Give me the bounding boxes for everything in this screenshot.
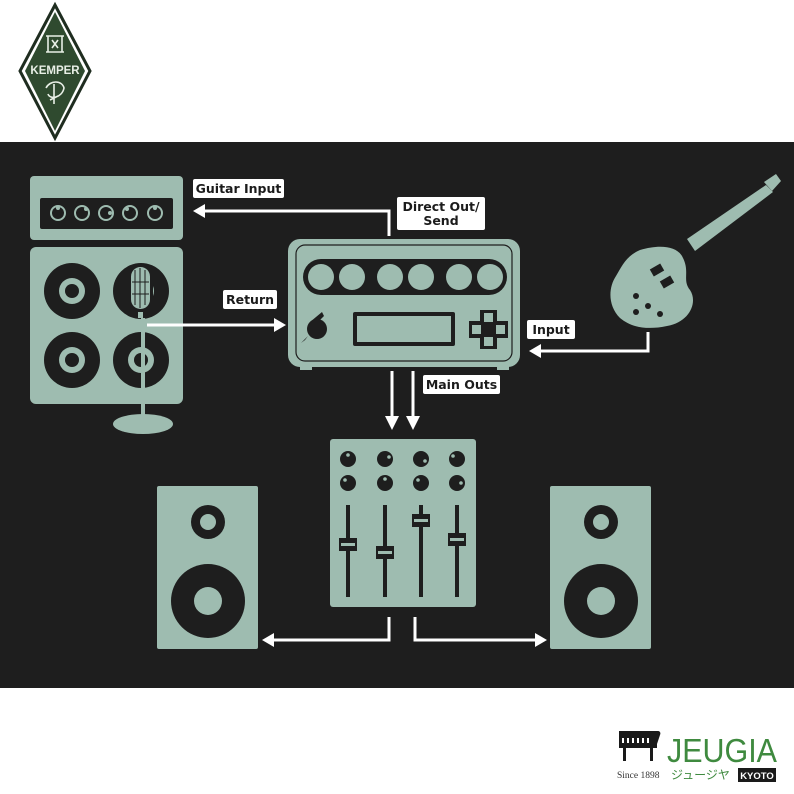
monitor-speaker-left [157,486,258,649]
mixer-fader-icon [339,505,466,597]
kemper-profiler [288,239,520,370]
arrow-mixer-right [413,617,537,642]
kemper-figure-icon [45,35,65,104]
piano-icon [619,731,661,761]
label-input-text: Input [532,322,569,337]
label-direct-out-text-2: Send [423,213,458,228]
profiler-knob-icon [308,264,503,290]
rabbit-logo-icon [301,312,327,343]
monitor-speaker-right [550,486,651,649]
arrow-heads [193,204,547,647]
mixer [330,439,476,607]
label-direct-out: Direct Out/ Send [397,197,485,230]
speaker-cabinet [30,247,183,434]
kemper-logo-text: KEMPER [30,65,80,77]
jeugia-logo: JEUGIA Since 1898 ジュージヤ KYOTO [617,731,777,782]
label-input: Input [527,320,575,339]
dpad-icon [469,310,508,349]
jeugia-since-text: Since 1898 [617,771,660,781]
jeugia-katakana-text: ジュージヤ [671,768,730,782]
kemper-logo: KEMPER [18,1,92,142]
label-main-outs-text: Main Outs [426,377,497,392]
arrow-direct-out [202,209,391,236]
arrow-mixer-left [272,617,391,642]
kyoto-badge [738,768,776,782]
label-guitar-input-text: Guitar Input [196,181,282,196]
amp-head [30,176,183,240]
label-guitar-input: Guitar Input [193,179,284,198]
label-direct-out-text-1: Direct Out/ [402,199,480,214]
microphone-icon [113,264,173,434]
signal-arrows [147,209,650,642]
arrow-input [539,332,650,353]
jeugia-kyoto-text: KYOTO [740,771,774,782]
label-return: Return [223,290,277,309]
label-return-text: Return [226,292,274,307]
jeugia-brand-text: JEUGIA [667,732,777,769]
guitar-icon [610,174,781,328]
mixer-knob-icon [340,451,465,491]
amp-knob-icon [50,205,163,221]
label-main-outs: Main Outs [423,375,500,394]
